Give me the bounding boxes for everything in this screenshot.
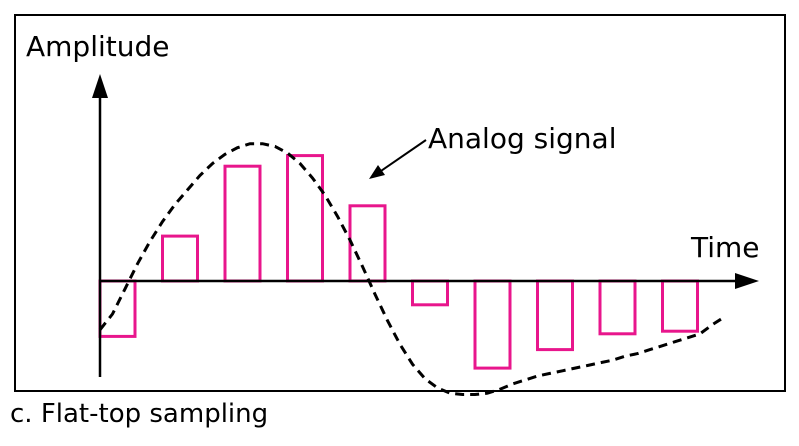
sample-pulse [286,154,324,283]
annotation-arrow-icon [369,165,385,179]
y-axis-arrow-icon [92,74,108,98]
figure-frame [14,14,786,392]
sample-pulse [473,279,512,370]
sample-pulse [411,279,449,307]
y-axis-label: Amplitude [26,30,170,63]
x-axis-arrow-icon [735,273,759,289]
sample-pulse [223,164,262,283]
sample-pulse [536,279,574,352]
analog-signal-curve [98,142,726,396]
sample-pulse [161,234,199,283]
analog-signal-label: Analog signal [428,122,616,155]
figure-caption: c. Flat-top sampling [10,399,269,429]
sample-pulse [661,279,699,333]
sample-pulse [598,279,637,336]
annotation-leader-line [377,139,427,174]
x-axis-label: Time [690,231,760,264]
sample-pulse [348,204,387,283]
sample-pulse [98,279,137,338]
